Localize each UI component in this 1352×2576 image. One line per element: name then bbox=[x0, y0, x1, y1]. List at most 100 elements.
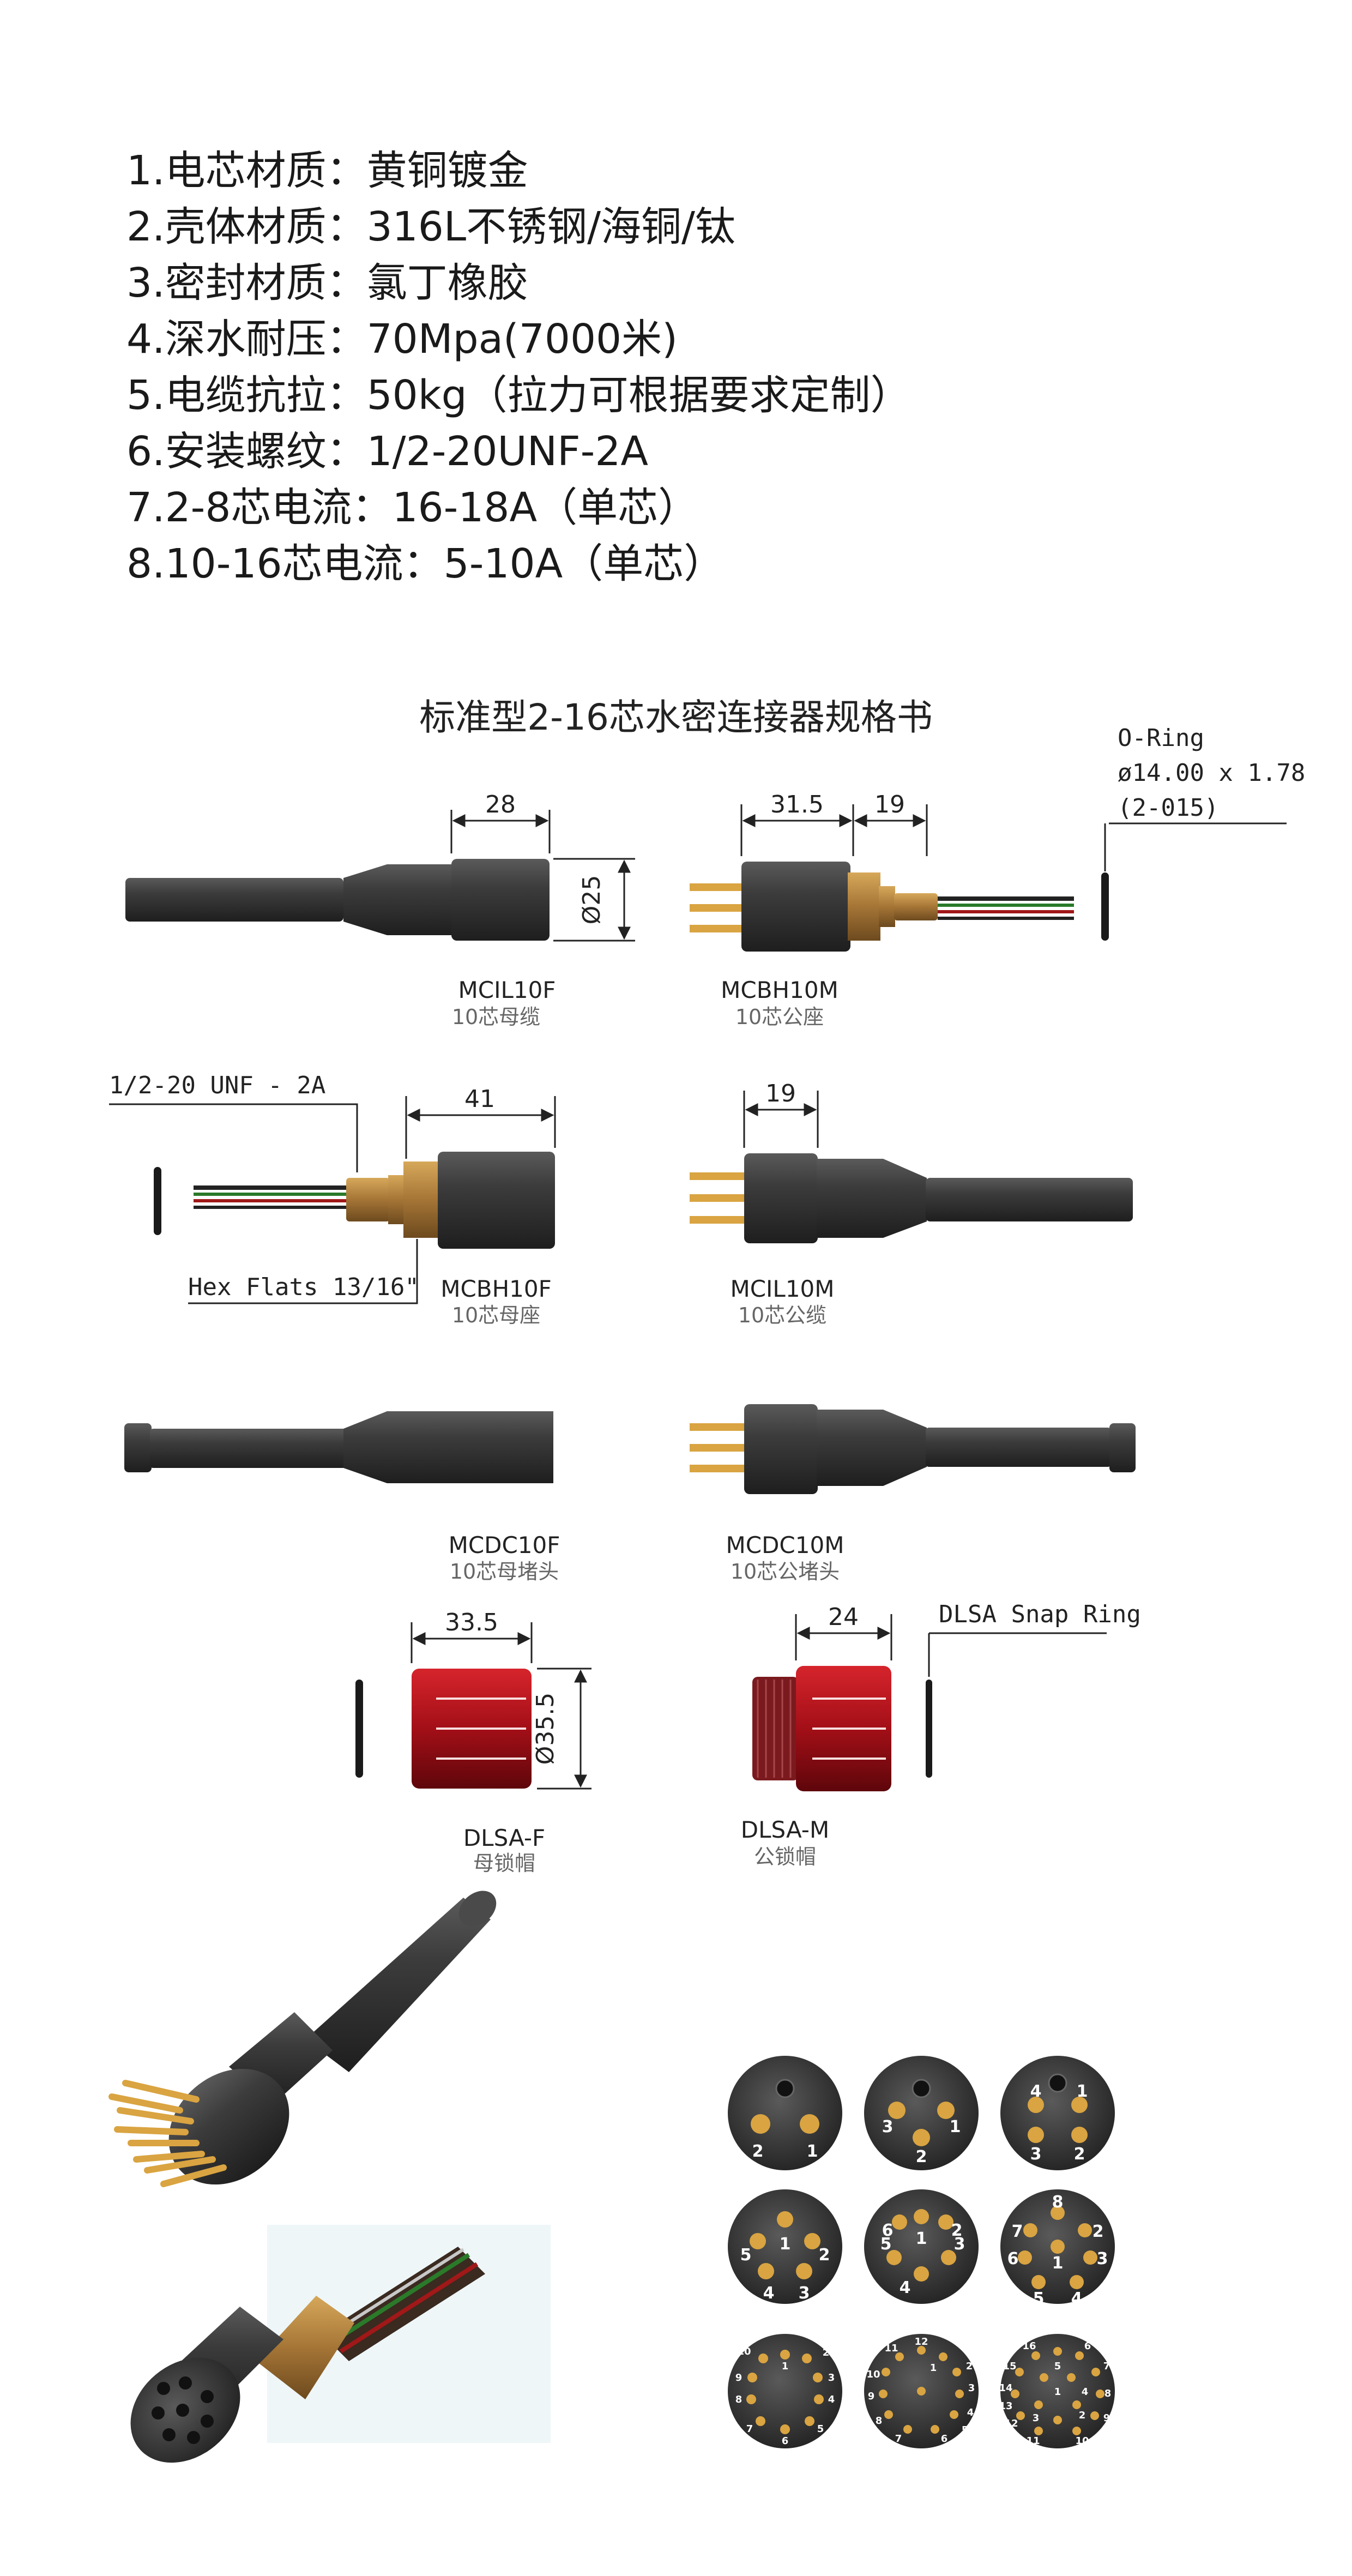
pin-label: 9 bbox=[868, 2391, 875, 2402]
hex-label: Hex Flats 13/16" bbox=[188, 1273, 419, 1301]
mcil10f-drawing bbox=[125, 810, 635, 942]
pin-label: 7 bbox=[1103, 2361, 1110, 2372]
pinout-12: 12 11 1 2 10 3 9 4 8 5 7 6 bbox=[864, 2334, 979, 2448]
pin-label: 1 bbox=[1077, 2082, 1088, 2101]
pin-label: 2 bbox=[1074, 2145, 1085, 2164]
pin-label: 4 bbox=[967, 2407, 974, 2418]
mcil10f-len-label: 28 bbox=[485, 791, 516, 818]
spec-line-4: 4.深水耐压：70Mpa(7000米) bbox=[126, 316, 678, 363]
pin-label: 15 bbox=[1003, 2361, 1016, 2372]
pin-label: 10 bbox=[1075, 2435, 1089, 2447]
mcbh10m-dim-b: 19 bbox=[874, 791, 905, 818]
pin-label: 12 bbox=[914, 2336, 928, 2348]
pin-label: 14 bbox=[999, 2382, 1012, 2394]
pin-label: 5 bbox=[740, 2246, 752, 2265]
pin-label: 11 bbox=[884, 2343, 898, 2354]
spec-line-6: 6.安装螺纹：1/2-20UNF-2A bbox=[126, 428, 649, 475]
pin-label: 4 bbox=[1082, 2386, 1089, 2398]
pin-label: 1 bbox=[1054, 2386, 1061, 2398]
pin-label: 5 bbox=[817, 2423, 824, 2435]
mcil10m-len-label: 19 bbox=[765, 1080, 796, 1108]
pin-label: 8 bbox=[1052, 2193, 1064, 2212]
pinout-16: 16 6 15 5 7 14 1 4 13 3 8 12 2 9 11 10 bbox=[999, 2334, 1115, 2448]
dlsam-desc: 公锁帽 bbox=[754, 1845, 816, 1869]
mcbh10f-len-label: 41 bbox=[464, 1085, 495, 1113]
pin-label: 11 bbox=[1026, 2435, 1040, 2447]
pin-label: 8 bbox=[735, 2394, 743, 2405]
connector-render-male bbox=[108, 1891, 497, 2187]
pin-label: 16 bbox=[1022, 2340, 1036, 2352]
pin-label: 1 bbox=[807, 2142, 818, 2161]
snap-ring-label: DLSA Snap Ring bbox=[939, 1600, 1141, 1628]
pin-label: 4 bbox=[763, 2284, 775, 2303]
mcbh10f-code: MCBH10F bbox=[440, 1275, 552, 1302]
pinout-8: 8 7 2 6 1 3 5 4 bbox=[1000, 2189, 1115, 2308]
pin-label: 4 bbox=[900, 2278, 911, 2297]
mcil10f-dia-label: Ø25 bbox=[578, 875, 606, 925]
pinout-2: 2 1 bbox=[728, 2056, 842, 2170]
pin-label: 2 bbox=[819, 2246, 830, 2265]
pin-label: 6 bbox=[782, 2435, 789, 2447]
mcil10f-desc: 10芯母缆 bbox=[452, 1005, 540, 1029]
dlsaf-dia-label: Ø35.5 bbox=[532, 1693, 559, 1765]
pin-label: 6 bbox=[941, 2433, 948, 2445]
pin-label: 2 bbox=[752, 2142, 764, 2161]
pin-label: 3 bbox=[1033, 2412, 1040, 2424]
mcdc10f-code: MCDC10F bbox=[449, 1532, 560, 1558]
pin-label: 5 bbox=[880, 2235, 892, 2254]
pin-label: 3 bbox=[882, 2117, 894, 2136]
mcdc10m-code: MCDC10M bbox=[726, 1532, 844, 1558]
spec-line-7: 7.2-8芯电流：16-18A（单芯） bbox=[126, 484, 699, 531]
mcdc10f-desc: 10芯母堵头 bbox=[450, 1560, 559, 1584]
spec-line-2: 2.壳体材质：316L不锈钢/海铜/钛 bbox=[126, 203, 735, 250]
pin-label: 10 bbox=[737, 2346, 751, 2357]
pin-label: 10 bbox=[866, 2369, 880, 2380]
pin-label: 6 bbox=[882, 2221, 894, 2240]
mcbh10m-dim-a: 31.5 bbox=[770, 791, 824, 818]
spec-line-3: 3.密封材质：氯丁橡胶 bbox=[126, 260, 528, 306]
mcbh10f-drawing bbox=[109, 1096, 556, 1304]
pin-label: 13 bbox=[999, 2400, 1012, 2412]
pin-label: 3 bbox=[1030, 2145, 1042, 2164]
pin-label: 2 bbox=[1093, 2222, 1104, 2241]
pinout-6: 6 1 2 5 3 4 bbox=[864, 2189, 979, 2304]
thread-label: 1/2-20 UNF - 2A bbox=[109, 1072, 325, 1099]
pin-label: 1 bbox=[780, 2235, 791, 2254]
pin-label: 9 bbox=[1103, 2412, 1110, 2424]
oring-label-3: (2-015) bbox=[1118, 794, 1218, 822]
pin-label: 2 bbox=[916, 2147, 927, 2166]
mcdc10m-desc: 10芯公堵头 bbox=[731, 1560, 840, 1584]
dlsam-code: DLSA-M bbox=[741, 1816, 829, 1843]
mcbh10m-code: MCBH10M bbox=[721, 977, 838, 1003]
pin-label: 3 bbox=[1097, 2249, 1108, 2268]
mcdc10m-drawing bbox=[690, 1404, 1136, 1494]
pin-label: 1 bbox=[950, 2117, 961, 2136]
pin-label: 3 bbox=[968, 2382, 975, 2394]
dlsaf-code: DLSA-F bbox=[463, 1825, 545, 1851]
pin-label: 4 bbox=[1030, 2082, 1042, 2101]
mcbh10m-desc: 10芯公座 bbox=[735, 1005, 824, 1029]
pin-label: 5 bbox=[962, 2424, 969, 2436]
pin-label: 3 bbox=[799, 2284, 810, 2303]
spec-line-1: 1.电芯材质：黄铜镀金 bbox=[126, 147, 528, 194]
pinout-4: 4 1 3 2 bbox=[1000, 2056, 1115, 2170]
pin-label: 1 bbox=[782, 2361, 789, 2372]
pin-label: 8 bbox=[1104, 2388, 1112, 2399]
pin-label: 2 bbox=[966, 2361, 973, 2372]
pin-label: 1 bbox=[916, 2229, 927, 2248]
pin-label: 5 bbox=[1033, 2289, 1045, 2308]
pin-label: 5 bbox=[1054, 2361, 1061, 2372]
connector-render-female bbox=[130, 2225, 551, 2463]
pin-label: 6 bbox=[1084, 2340, 1091, 2352]
dlsaf-drawing bbox=[355, 1622, 592, 1790]
spec-line-8: 8.10-16芯电流：5-10A（单芯） bbox=[126, 540, 725, 587]
mcil10m-desc: 10芯公缆 bbox=[738, 1303, 826, 1327]
pin-label: 7 bbox=[1012, 2222, 1023, 2241]
mcbh10m-drawing bbox=[690, 804, 1287, 952]
mcdc10f-drawing bbox=[124, 1411, 553, 1483]
dlsaf-desc: 母锁帽 bbox=[473, 1851, 535, 1875]
mcil10f-code: MCIL10F bbox=[458, 977, 556, 1003]
pin-label: 4 bbox=[1071, 2289, 1083, 2308]
spec-list: 1.电芯材质：黄铜镀金 2.壳体材质：316L不锈钢/海铜/钛 3.密封材质：氯… bbox=[126, 143, 911, 592]
